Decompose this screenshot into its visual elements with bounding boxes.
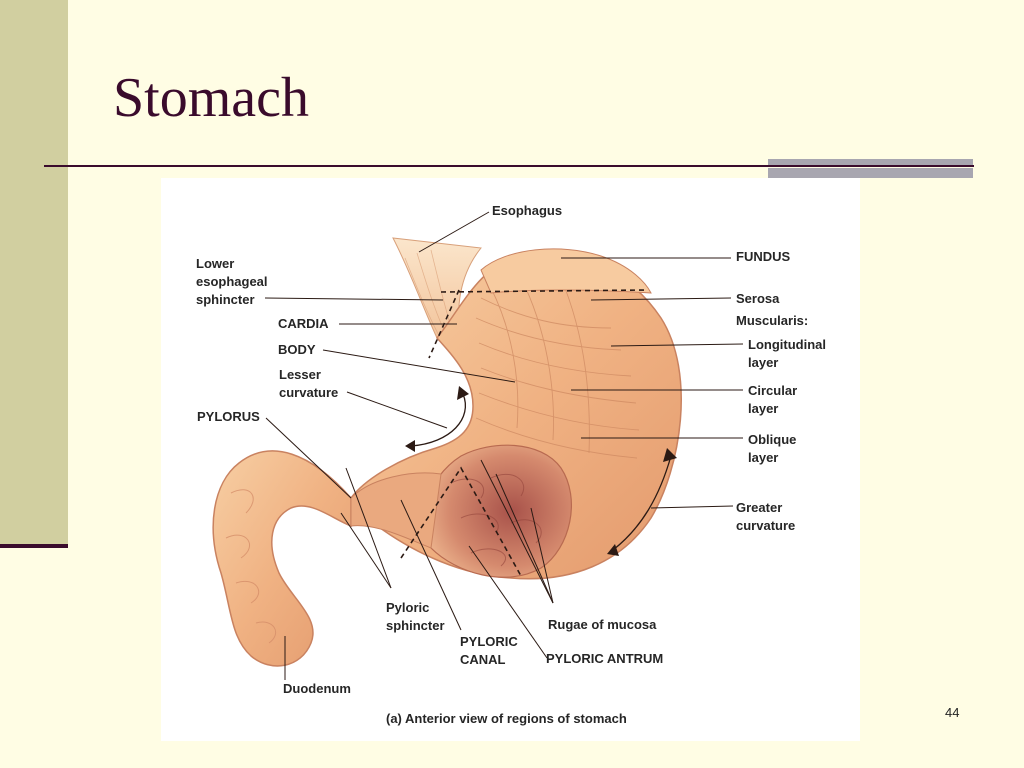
- label-serosa: Serosa: [736, 291, 780, 306]
- label-muscularis: Muscularis:: [736, 313, 809, 328]
- side-accent-bar: [0, 0, 68, 548]
- label-pyloric-sphincter-1: Pyloric: [386, 600, 430, 615]
- label-oblique-layer-1: Oblique: [748, 432, 797, 447]
- figure-caption: (a) Anterior view of regions of stomach: [386, 711, 627, 726]
- label-oblique-layer-2: layer: [748, 450, 779, 465]
- label-rugae-of-mucosa: Rugae of mucosa: [548, 617, 657, 632]
- label-pyloric-canal-1: PYLORIC: [460, 634, 518, 649]
- side-accent-line: [0, 544, 68, 548]
- label-circular-layer-2: layer: [748, 401, 779, 416]
- label-lesser-curvature-2: curvature: [279, 385, 339, 400]
- accent-bar-bottom: [768, 168, 973, 178]
- pyloric-canal-shape: [350, 472, 442, 549]
- slide-title: Stomach: [113, 67, 309, 129]
- label-lower-esophageal-sphincter-2: esophageal: [196, 274, 268, 289]
- label-lesser-curvature-1: Lesser: [279, 367, 321, 382]
- label-esophagus: Esophagus: [492, 203, 563, 218]
- label-longitudinal-layer-2: layer: [748, 355, 779, 370]
- stomach-illustration: [212, 211, 744, 680]
- fundus-shape: [480, 248, 652, 294]
- label-pyloric-antrum: PYLORIC ANTRUM: [546, 651, 664, 666]
- label-body: BODY: [278, 342, 316, 357]
- label-pyloric-sphincter-2: sphincter: [386, 618, 445, 633]
- slide-number: 44: [945, 705, 960, 720]
- greater-curvature-arrow: [612, 455, 672, 551]
- label-circular-layer-1: Circular: [748, 383, 798, 398]
- lesser-curvature-arrow: [410, 393, 466, 447]
- label-lower-esophageal-sphincter-3: sphincter: [196, 292, 255, 307]
- label-pylorus: PYLORUS: [197, 409, 260, 424]
- label-pyloric-canal-2: CANAL: [460, 652, 506, 667]
- label-fundus: FUNDUS: [736, 249, 791, 264]
- accent-bar-top: [768, 159, 973, 165]
- title-divider: [44, 165, 974, 167]
- label-lower-esophageal-sphincter-1: Lower: [196, 256, 235, 271]
- label-greater-curvature-2: curvature: [736, 518, 796, 533]
- duodenum-shape: [212, 450, 352, 667]
- label-cardia: CARDIA: [278, 316, 329, 331]
- label-greater-curvature-1: Greater: [736, 500, 783, 515]
- label-duodenum: Duodenum: [283, 681, 351, 696]
- label-longitudinal-layer-1: Longitudinal: [748, 337, 826, 352]
